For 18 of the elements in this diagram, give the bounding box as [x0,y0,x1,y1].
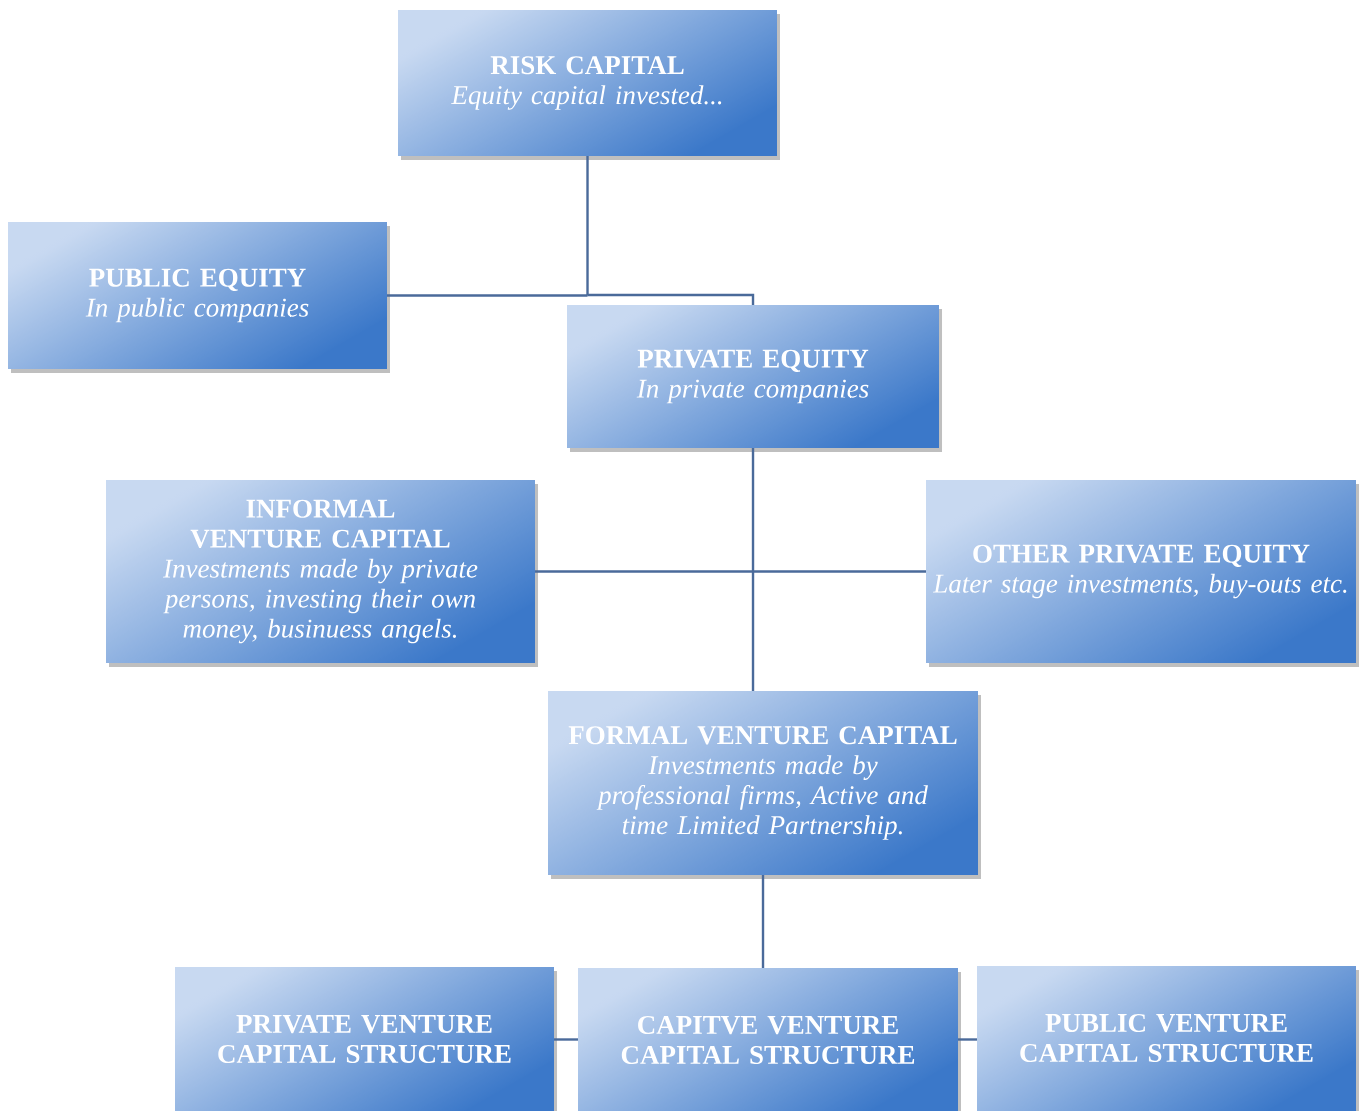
connector-line [587,293,755,305]
connector-line [387,294,588,297]
connector-line [751,448,755,691]
gradient-box: OTHER PRIVATE EQUITY Later stage investments, buy-outs etc. [926,480,1359,667]
connector-line [535,570,753,573]
connector-line [958,1038,977,1041]
connector-line [761,875,765,968]
gradient-box: PRIVATE VENTURE CAPITAL STRUCTURE [175,967,557,1111]
gradient-box: CAPITVE VENTURE CAPITAL STRUCTURE [578,968,961,1111]
gradient-box: FORMAL VENTURE CAPITAL Investments made by professional firms, Active and time Limited Partnership. [548,691,981,879]
gradient-box: PRIVATE EQUITY In private companies [567,305,942,452]
connector-line [554,1038,578,1041]
gradient-box: PUBLIC EQUITY In public companies [8,222,390,373]
connector-line [753,570,926,573]
gradient-box: PUBLIC VENTURE CAPITAL STRUCTURE [977,966,1359,1111]
connector-line [586,156,589,296]
gradient-box: INFORMAL VENTURE CAPITAL Investments made by private persons, investing their own money, businuess angels. [106,480,538,667]
gradient-box: RISK CAPITAL Equity capital invested... [398,10,780,160]
